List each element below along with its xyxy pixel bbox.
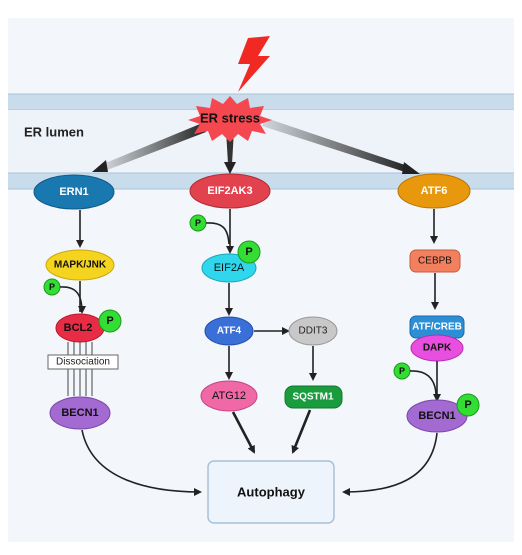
autophagy-label: Autophagy — [237, 485, 306, 500]
phospho-label: P — [106, 315, 113, 327]
becn1-node — [49, 396, 111, 430]
sqstm1-node — [284, 385, 343, 409]
mapk-jnk-node — [45, 249, 115, 281]
stress-arrow-atf6 — [262, 118, 408, 172]
becn1-label-atf6: BECN1 — [418, 410, 455, 422]
er-stress-label: ER stress — [200, 111, 260, 126]
eif2a-label: EIF2A — [214, 262, 245, 274]
arrow-atg12-to-autophagy — [231, 411, 256, 454]
atg12-label: ATG12 — [212, 390, 246, 402]
becn1-label: BECN1 — [61, 407, 98, 419]
dissociation-box — [47, 354, 119, 370]
atf4-label: ATF4 — [217, 326, 242, 337]
phospho-circle — [237, 240, 261, 264]
atf6-label: ATF6 — [421, 185, 448, 197]
arrow-sqstm1-to-autophagy — [291, 409, 312, 454]
ern1-label: ERN1 — [59, 186, 88, 198]
stress-arrowhead-atf6 — [402, 162, 420, 174]
phospho-label: P — [49, 282, 55, 292]
cebpb-node — [409, 249, 461, 273]
phospho-circle — [98, 309, 122, 333]
phospho-label: P — [195, 218, 201, 228]
ddit3-label: DDIT3 — [299, 326, 328, 337]
er-membrane-top — [8, 94, 514, 110]
arrow-phospho-to-becn1 — [409, 370, 437, 395]
phospho-label: P — [399, 366, 405, 376]
ern1-node — [33, 174, 115, 210]
atf-creb-label: ATF/CREB — [412, 322, 462, 333]
er-stress-burst — [188, 96, 272, 142]
bcl2-label: BCL2 — [64, 322, 93, 334]
atf6-node — [397, 173, 471, 209]
er-lumen-label: ER lumen — [24, 125, 84, 140]
atf4-node — [204, 316, 254, 346]
eif2ak3-label: EIF2AK3 — [207, 185, 252, 197]
autophagy-box — [207, 460, 335, 524]
phospho-circle — [456, 393, 480, 417]
cebpb-label: CEBPB — [418, 256, 452, 267]
phospho-label: P — [245, 246, 252, 258]
stress-arrow-ern1 — [103, 124, 206, 170]
lightning-bolt-icon — [238, 36, 270, 92]
stress-arrowhead-eif2ak3 — [224, 162, 236, 174]
arrow-becn1-to-autophagy — [81, 429, 202, 496]
phospho-label: P — [464, 399, 471, 411]
ddit3-node — [288, 316, 338, 346]
arrow-becn1-atf6-to-autophagy — [342, 432, 438, 496]
arrow-phospho-to-bcl2 — [59, 286, 86, 314]
mapk-jnk-label: MAPK/JNK — [54, 260, 107, 271]
stress-arrowhead-ern1 — [92, 160, 108, 172]
eif2ak3-node — [189, 173, 271, 209]
sqstm1-label: SQSTM1 — [292, 392, 334, 403]
dissociation-label: Dissociation — [56, 357, 110, 368]
dapk-label: DAPK — [423, 343, 452, 354]
arrow-phospho-to-eif2a — [205, 222, 230, 245]
atg12-node — [200, 380, 258, 412]
